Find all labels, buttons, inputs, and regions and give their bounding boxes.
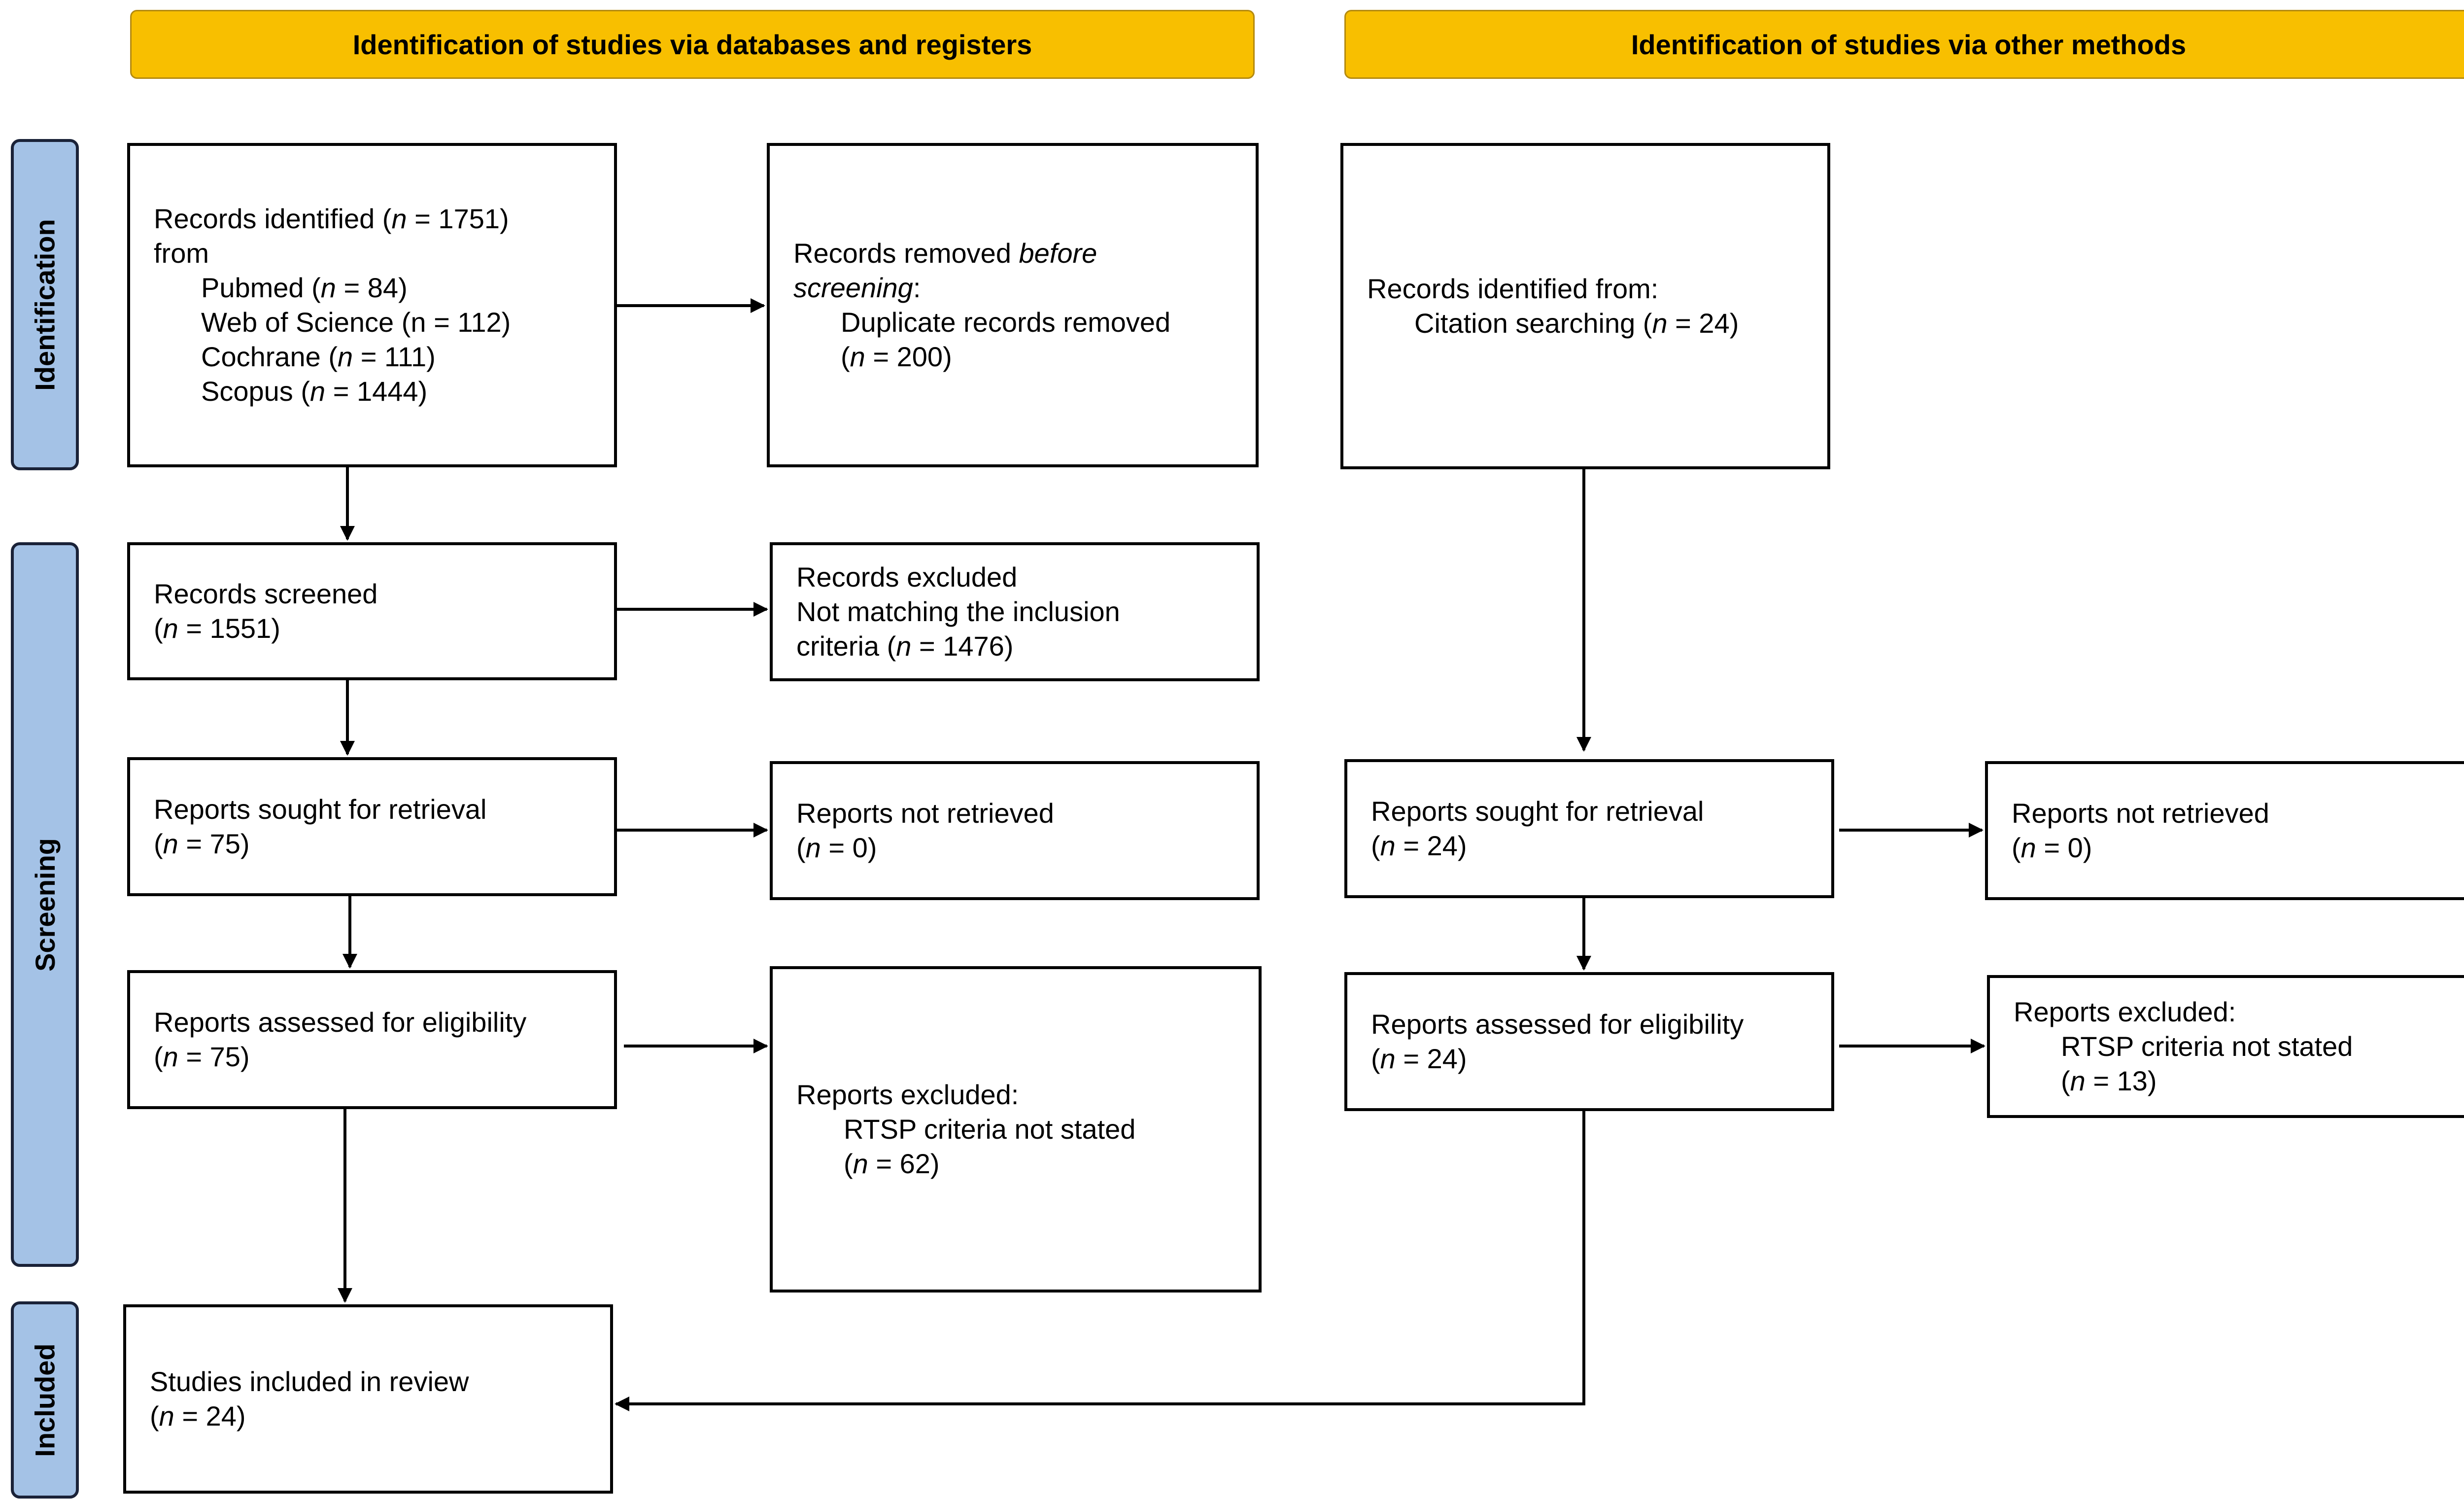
header-databases: Identification of studies via databases …: [130, 10, 1255, 79]
included-count: (n = 24): [150, 1400, 246, 1432]
header-databases-text: Identification of studies via databases …: [352, 29, 1032, 60]
not-retrieved-other-label: Reports not retrieved: [2012, 798, 2269, 829]
removed-line4: (n = 200): [841, 341, 952, 372]
box-records-screened: Records screened (n = 1551): [127, 542, 617, 680]
box-records-excluded: Records excluded Not matching the inclus…: [770, 542, 1260, 681]
records-identified-line: Records identified (n = 1751): [154, 203, 509, 234]
stage-identification: Identification: [11, 139, 79, 470]
source-web-of-science: Web of Science (n = 112): [201, 307, 511, 338]
assessed-other-count: (n = 24): [1371, 1043, 1467, 1074]
removed-line3: Duplicate records removed: [841, 307, 1171, 338]
header-other-text: Identification of studies via other meth…: [1631, 29, 2187, 60]
excluded-line3: criteria (n = 1476): [796, 630, 1014, 662]
assessed-db-label: Reports assessed for eligibility: [154, 1007, 527, 1038]
box-reports-assessed-db: Reports assessed for eligibility (n = 75…: [127, 970, 617, 1109]
sought-other-count: (n = 24): [1371, 830, 1467, 861]
header-other-methods: Identification of studies via other meth…: [1344, 10, 2464, 79]
not-retrieved-other-count: (n = 0): [2012, 832, 2092, 863]
reports-excluded-db-reason: RTSP criteria not stated: [844, 1114, 1136, 1145]
reports-excluded-other-label: Reports excluded:: [2014, 996, 2236, 1027]
box-reports-assessed-other: Reports assessed for eligibility (n = 24…: [1344, 972, 1834, 1111]
screened-label: Records screened: [154, 578, 378, 609]
not-retrieved-db-count: (n = 0): [796, 832, 877, 863]
sought-db-count: (n = 75): [154, 828, 250, 859]
reports-excluded-other-reason: RTSP criteria not stated: [2061, 1031, 2353, 1062]
excluded-line2: Not matching the inclusion: [796, 596, 1120, 627]
box-reports-excluded-db: Reports excluded: RTSP criteria not stat…: [770, 966, 1262, 1292]
excluded-line1: Records excluded: [796, 561, 1018, 593]
included-label: Studies included in review: [150, 1366, 469, 1397]
other-citation-searching: Citation searching (n = 24): [1414, 308, 1739, 339]
assessed-other-label: Reports assessed for eligibility: [1371, 1009, 1744, 1040]
reports-excluded-other-count: (n = 13): [2061, 1065, 2157, 1096]
box-records-identified-other: Records identified from: Citation search…: [1340, 143, 1830, 469]
arrow-other-assessed-to-included: [615, 1111, 1585, 1411]
assessed-db-count: (n = 75): [154, 1041, 250, 1072]
box-studies-included: Studies included in review (n = 24): [123, 1304, 613, 1494]
box-reports-not-retrieved-other: Reports not retrieved (n = 0): [1985, 761, 2464, 900]
box-reports-excluded-other: Reports excluded: RTSP criteria not stat…: [1987, 975, 2464, 1118]
other-identified-label: Records identified from:: [1367, 273, 1659, 304]
box-records-removed: Records removed before screening: Duplic…: [767, 143, 1259, 467]
records-identified-from: from: [154, 238, 209, 269]
sought-db-label: Reports sought for retrieval: [154, 794, 487, 825]
removed-line2: screening:: [793, 272, 921, 303]
box-reports-sought-other: Reports sought for retrieval (n = 24): [1344, 759, 1834, 898]
box-reports-sought-db: Reports sought for retrieval (n = 75): [127, 757, 617, 896]
source-cochrane: Cochrane (n = 111): [201, 341, 436, 372]
stage-screening: Screening: [11, 542, 79, 1267]
sought-other-label: Reports sought for retrieval: [1371, 796, 1704, 827]
reports-excluded-db-label: Reports excluded:: [796, 1079, 1019, 1110]
source-pubmed: Pubmed (n = 84): [201, 272, 408, 303]
source-scopus: Scopus (n = 1444): [201, 376, 428, 407]
removed-line1: Records removed before: [793, 238, 1097, 269]
box-records-identified: Records identified (n = 1751) from Pubme…: [127, 143, 617, 467]
box-reports-not-retrieved-db: Reports not retrieved (n = 0): [770, 761, 1260, 900]
reports-excluded-db-count: (n = 62): [844, 1148, 940, 1179]
not-retrieved-db-label: Reports not retrieved: [796, 798, 1054, 829]
stage-included: Included: [11, 1301, 79, 1499]
screened-count: (n = 1551): [154, 613, 280, 644]
